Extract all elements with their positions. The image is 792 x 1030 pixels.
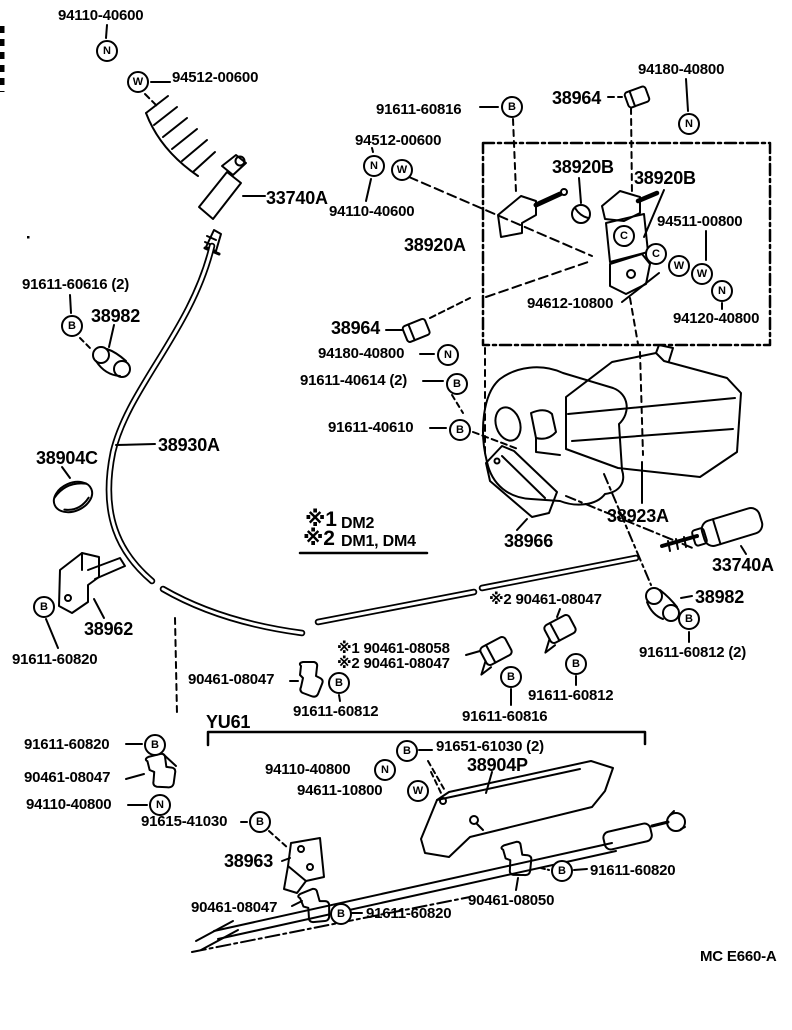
legend-note2-text: DM1, DM4: [341, 533, 416, 550]
legend-note2-mark: ※2: [303, 527, 335, 550]
part-number-label: 38930A: [158, 435, 220, 455]
part-number-label: ※2 90461-08047: [337, 655, 450, 672]
part-number-label: 90461-08047: [188, 671, 275, 688]
part-number-label: 38962: [84, 619, 134, 639]
legend-note1-text: DM2: [341, 515, 375, 532]
part-number-label: 91651-61030 (2): [436, 738, 544, 755]
part-number-label: 91611-60812 (2): [639, 644, 747, 661]
bolt-symbol: B: [61, 315, 83, 337]
washer-symbol: W: [691, 263, 713, 285]
part-number-label: 94511-00800: [657, 213, 743, 230]
bolt-symbol: B: [449, 419, 471, 441]
part-number-label: 38923A: [607, 506, 669, 526]
part-number-label: 38904C: [36, 448, 98, 468]
part-number-label: 91615-41030: [141, 813, 228, 830]
washer-symbol: W: [127, 71, 149, 93]
washer-symbol: W: [391, 159, 413, 181]
part-number-label: 90461-08047: [24, 769, 111, 786]
part-number-label: 94180-40800: [638, 61, 725, 78]
part-number-label: 90461-08050: [468, 892, 555, 909]
collar-symbol: C: [645, 243, 667, 265]
part-number-label: 94512-00600: [172, 69, 259, 86]
part-number-label: 91611-60616 (2): [22, 276, 130, 293]
bolt-symbol: B: [330, 903, 352, 925]
part-number-label: 91611-60816: [462, 708, 548, 725]
nut-symbol: N: [374, 759, 396, 781]
part-number-label: 91611-60820: [12, 651, 98, 668]
bolt-symbol: B: [551, 860, 573, 882]
part-number-label: 38920B: [552, 157, 614, 177]
bolt-symbol: B: [565, 653, 587, 675]
part-number-label: 38920A: [404, 235, 466, 255]
bolt-symbol: B: [144, 734, 166, 756]
bolt-symbol: B: [33, 596, 55, 618]
bolt-symbol: B: [328, 672, 350, 694]
diagram-code: MC E660-A: [700, 948, 777, 965]
part-number-label: 91611-40610: [328, 419, 414, 436]
nut-symbol: N: [96, 40, 118, 62]
washer-symbol: W: [407, 780, 429, 802]
bolt-symbol: B: [249, 811, 271, 833]
part-number-label: ※2 90461-08047: [489, 591, 602, 608]
nut-symbol: N: [711, 280, 733, 302]
part-number-label: 94611-10800: [297, 782, 383, 799]
part-number-label: 38904P: [467, 755, 528, 775]
part-number-label: 38966: [504, 531, 554, 551]
part-number-label: 38963: [224, 851, 274, 871]
part-number-label: 38964: [331, 318, 381, 338]
part-number-label: 94110-40800: [265, 761, 351, 778]
nut-symbol: N: [437, 344, 459, 366]
part-number-label: 91611-60812: [293, 703, 379, 720]
part-number-label: 91611-60812: [528, 687, 614, 704]
part-number-label: 38982: [91, 306, 141, 326]
part-number-label: 94612-10800: [527, 295, 614, 312]
washer-symbol: W: [668, 255, 690, 277]
part-number-label: 38982: [695, 587, 745, 607]
part-number-label: 91611-40614 (2): [300, 372, 408, 389]
collar-symbol: C: [613, 225, 635, 247]
group-code-label: YU61: [206, 712, 251, 732]
part-number-label: 33740A: [266, 188, 328, 208]
part-number-label: 94110-40800: [26, 796, 112, 813]
part-number-label: 94110-40600: [329, 203, 415, 220]
nut-symbol: N: [149, 794, 171, 816]
part-number-label: ※1 90461-08058: [337, 640, 450, 657]
part-number-label: 94110-40600: [58, 7, 144, 24]
part-number-label: 94180-40800: [318, 345, 405, 362]
part-number-label: 90461-08047: [191, 899, 278, 916]
part-number-label: 91611-60820: [24, 736, 110, 753]
bolt-symbol: B: [500, 666, 522, 688]
nut-symbol: N: [363, 155, 385, 177]
legend-note1-mark: ※1: [305, 508, 337, 531]
part-number-label: 94120-40800: [673, 310, 760, 327]
bolt-symbol: B: [501, 96, 523, 118]
part-number-label: 91611-60820: [366, 905, 452, 922]
bolt-symbol: B: [678, 608, 700, 630]
part-number-label: 33740A: [712, 555, 774, 575]
part-number-label: 91611-60816: [376, 101, 462, 118]
bolt-symbol: B: [396, 740, 418, 762]
nut-symbol: N: [678, 113, 700, 135]
part-number-label: 38920B: [634, 168, 696, 188]
part-number-label: 94512-00600: [355, 132, 442, 149]
part-number-label: 38964: [552, 88, 602, 108]
part-number-label: 91611-60820: [590, 862, 676, 879]
bolt-symbol: B: [446, 373, 468, 395]
